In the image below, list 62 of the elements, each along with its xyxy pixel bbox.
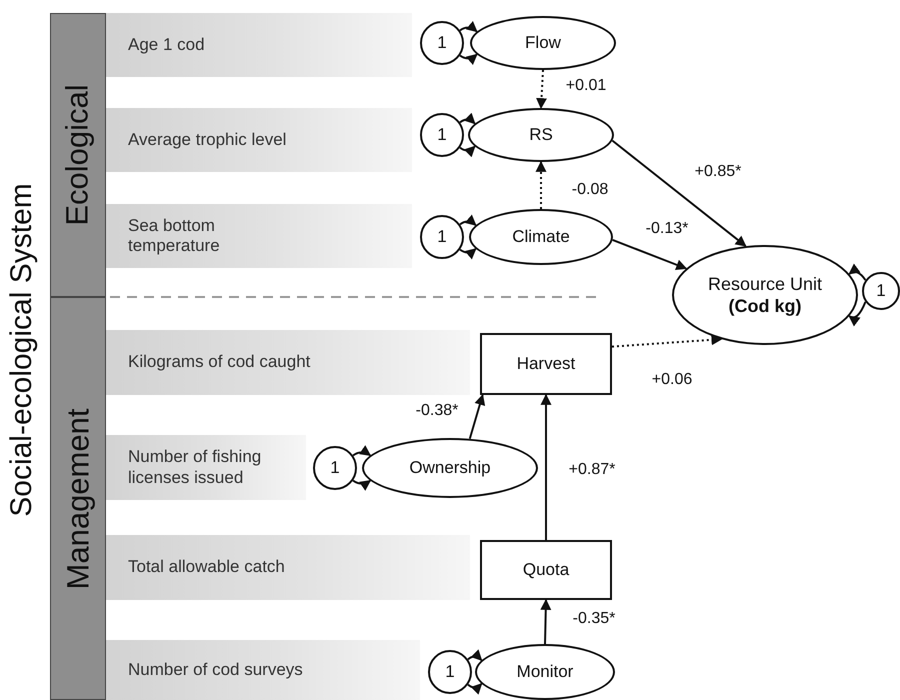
node-text: Harvest [516,354,576,374]
indicator-text: Number of cod surveys [128,660,303,680]
node-text: 1 [330,458,340,478]
indicator-band [106,640,420,700]
path-arrow [536,70,548,110]
loop-arrow [459,54,478,65]
path-arrow [536,160,546,209]
observed-box [480,333,612,395]
loop-arrow [848,264,866,281]
indicator-band [106,435,306,500]
node-text: 1 [876,281,886,301]
indicator-text: Average trophic level [128,130,286,150]
section-title: Ecological [60,84,96,226]
loop-arrow [467,649,482,661]
node-text: Climate [512,226,570,248]
indicator-text: Age 1 cod [128,34,205,56]
node-text: 1 [437,227,447,247]
path-arrow [612,334,722,348]
path-arrow [612,140,747,247]
indicator-text: Sea bottom temperature [128,216,221,256]
error-circle [428,650,472,694]
loop-arrow [459,248,477,260]
node-text: Resource Unit [708,272,822,295]
node-text: Monitor [516,661,574,683]
error-circle [420,21,464,65]
error-circle [420,113,464,157]
node-text: 1 [437,125,447,145]
section-band [50,297,106,700]
loop-arrow [459,21,478,32]
node-text: Ownership [409,457,491,479]
path-arrow [540,394,552,540]
path-arrow [612,239,688,270]
node-text: 1 [437,33,447,53]
indicator-text: Number of fishing licenses issued [128,447,262,488]
path-arrow [540,598,552,644]
indicator-text: Total allowable catch [128,557,285,578]
path-arrow [468,394,486,440]
error-circle [862,272,900,310]
indicator-band [106,13,412,77]
observed-box [480,540,612,600]
error-circle [420,215,464,259]
error-circle [313,446,357,490]
system-title: Social-ecological System [5,183,39,517]
node-text: (Cod kg) [728,295,802,318]
loop-arrow [467,683,482,695]
node-text: 1 [445,662,455,682]
indicator-band [106,535,470,600]
indicator-band [106,330,470,395]
section-band [50,13,106,297]
loop-arrow [352,480,372,491]
node-text: Quota [522,560,570,580]
loop-arrow [848,302,866,326]
loop-arrow [459,112,476,124]
indicator-band [106,204,412,268]
indicator-text: Kilograms of cod caught [128,352,310,373]
loop-arrow [352,445,372,456]
loop-arrow [459,146,476,158]
loop-arrow [459,214,477,226]
indicator-band [106,108,412,172]
section-title: Management [60,408,96,589]
node-text: RS [529,124,553,146]
node-text: Flow [525,32,561,54]
